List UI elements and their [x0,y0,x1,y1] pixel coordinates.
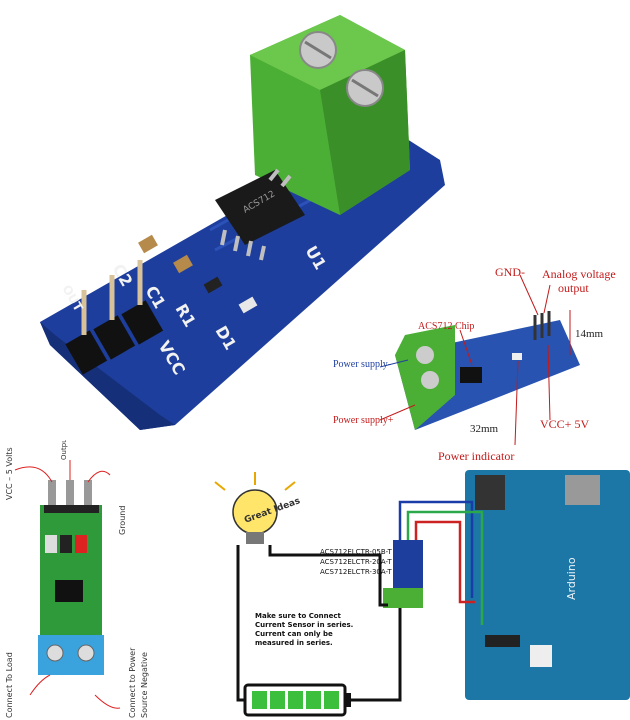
note-line-1: Make sure to Connect [255,612,341,620]
main-board-svg: ACS712 U1 C2 C1 R1 D1 VCC OUT [40,15,445,430]
arduino-label: Arduino [565,557,578,600]
note-line-4: measured in series. [255,639,333,647]
pinout-svg [14,460,121,709]
pin-negative-label-2: Source Negative [140,652,149,718]
screw-terminal [250,15,410,215]
lightbulb [214,472,296,544]
sensor-model-1: ACS712ELCTR-05B-T [320,548,392,556]
battery [243,683,351,717]
wiring-diagram: Great Ideas ACS712ELCTR-05B-T ACS712ELCT… [210,450,630,720]
wiring-svg [214,470,630,717]
pinout-chip [55,580,83,602]
capacitor-c2 [138,234,158,254]
pin-output-label: Output [60,440,68,460]
pinout-board [40,505,102,635]
pin-load-label: Connect To Load [5,652,14,718]
led-d1 [238,296,258,314]
label-analog: Analog voltage [542,267,616,281]
resistor-r1 [203,276,223,294]
capacitor-c1 [173,254,193,274]
pin-ground-label: Ground [118,505,127,535]
label-length: 32mm [470,423,499,435]
label-supply-minus: Power supply- [333,359,392,370]
annotated-board: GND- Analog voltage output ACS712 Chip 1… [320,255,625,470]
label-width: 14mm [575,328,604,340]
pinout-diagram: Output VCC – 5 Volts Ground Connect To L… [0,440,170,720]
annotated-board-svg [379,274,580,446]
annot-led [512,353,522,360]
sensor-model-2: ACS712ELCTR-20A-T [320,558,392,566]
label-gnd: GND- [495,265,525,279]
pin-vcc-label: VCC – 5 Volts [5,447,14,500]
label-chip: ACS712 Chip [418,321,475,332]
label-analog-2: output [558,281,589,295]
pin-negative-label: Connect to Power [128,647,137,718]
label-power-indicator: Power indicator [438,449,515,463]
note-line-2: Current Sensor in series. [255,621,354,629]
annot-chip [460,367,482,383]
main-board-photo: ACS712 U1 C2 C1 R1 D1 VCC OUT [40,15,445,430]
label-vcc: VCC+ 5V [540,417,590,431]
header-pins [65,260,164,375]
label-supply-plus: Power supply+ [333,415,394,426]
wiring-sensor [393,540,423,590]
sensor-model-3: ACS712ELCTR-30A-T [320,568,392,576]
note-line-3: Current can only be [255,630,333,638]
acs712-chip: ACS712 [215,168,305,261]
